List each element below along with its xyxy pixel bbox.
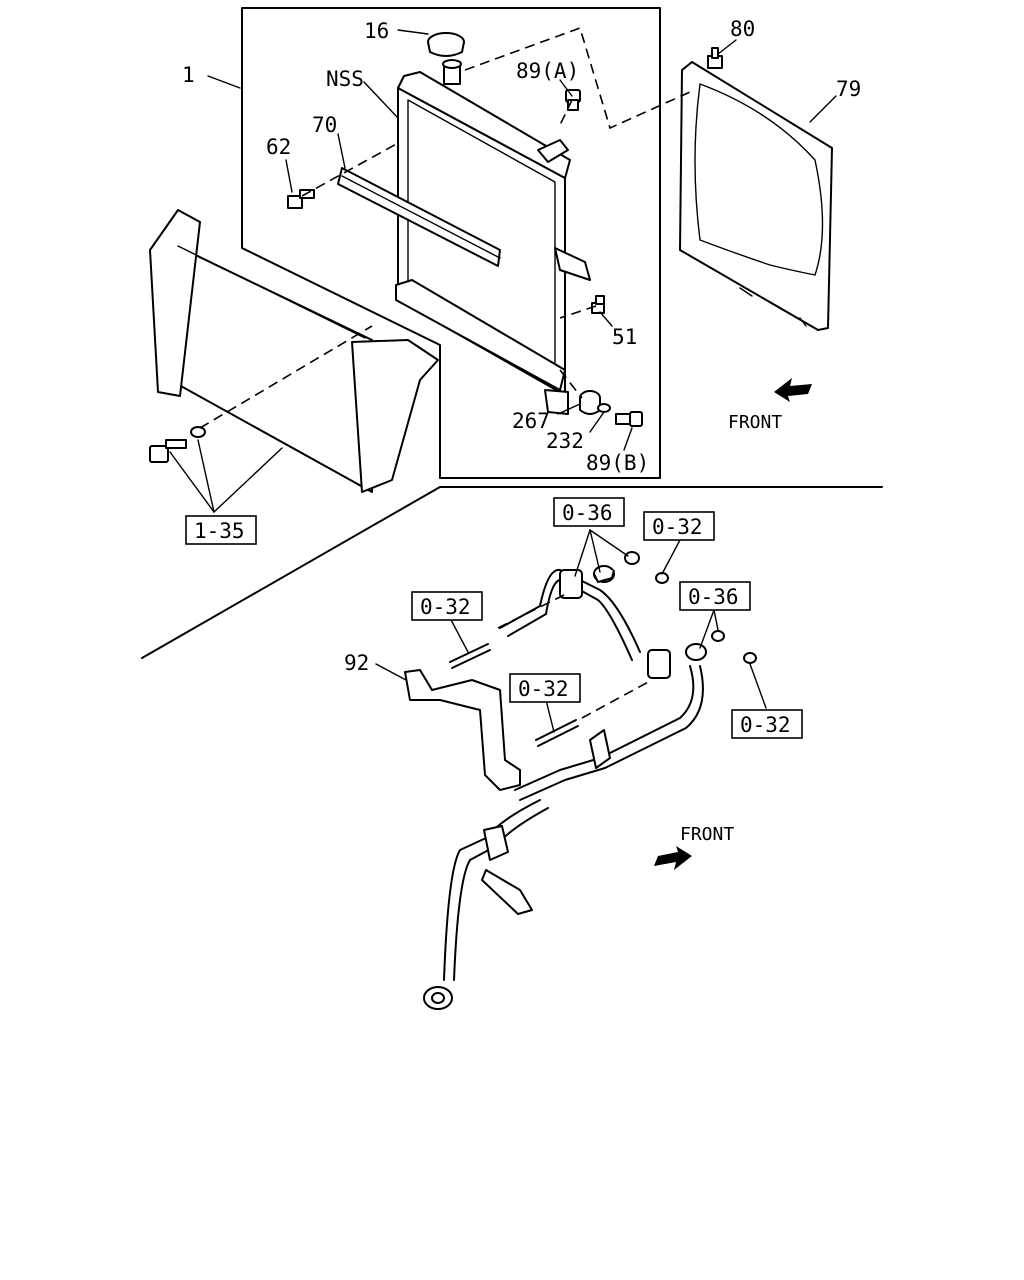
cushion-middle [685, 643, 707, 661]
pipe-eye-fitting [423, 986, 453, 1010]
stud-left [449, 643, 491, 669]
front-label-upper: FRONT [728, 412, 782, 433]
bracket-bar [337, 167, 501, 267]
ref-box-0-32-right[interactable]: 0-32 [731, 709, 803, 739]
callout-1: 1 [182, 63, 195, 87]
cooler-pipe-lower [443, 665, 704, 981]
callout-232: 232 [546, 429, 584, 453]
ref-box-0-36-upper[interactable]: 0-36 [553, 497, 625, 527]
front-arrow-upper-icon [774, 378, 812, 402]
callout-16: 16 [364, 19, 389, 43]
section-divider-line [141, 486, 441, 659]
pipe-clamp-lower [481, 825, 533, 915]
callout-nss: NSS [326, 67, 364, 91]
callout-89b: 89(B) [586, 451, 649, 475]
cushion-upper [593, 565, 615, 583]
front-arrow-lower-icon [654, 846, 692, 870]
pipe-clamp-upper [559, 569, 671, 679]
callout-51: 51 [612, 325, 637, 349]
intercooler-washer [190, 426, 206, 438]
phantom-lines [199, 26, 691, 719]
ref-box-0-32-upper[interactable]: 0-32 [643, 511, 715, 541]
nut-right [743, 652, 757, 664]
ref-box-0-36-middle[interactable]: 0-36 [679, 581, 751, 611]
callout-80: 80 [730, 17, 755, 41]
ref-box-1-35[interactable]: 1-35 [185, 515, 257, 545]
ref-box-0-32-left[interactable]: 0-32 [411, 591, 483, 621]
svg-text:0-32: 0-32 [518, 677, 569, 701]
bolt-80 [707, 47, 723, 69]
callout-89a: 89(A) [516, 59, 579, 83]
svg-text:0-36: 0-36 [688, 585, 739, 609]
bolt-89b [615, 411, 643, 427]
callout-267: 267 [512, 409, 550, 433]
front-label-lower: FRONT [680, 824, 734, 845]
nut-middle [711, 630, 725, 642]
stud-middle [535, 719, 579, 747]
ref-box-0-32-middle[interactable]: 0-32 [509, 673, 581, 703]
bracket-92 [404, 669, 611, 791]
svg-text:1-35: 1-35 [194, 519, 245, 543]
svg-text:0-36: 0-36 [562, 501, 613, 525]
nut-upper [624, 551, 640, 565]
callout-70: 70 [312, 113, 337, 137]
washer-232 [597, 403, 611, 413]
bolt-62 [287, 189, 315, 209]
intercooler [149, 209, 439, 493]
mount-rubber-267 [579, 390, 601, 415]
intercooler-bolt [149, 439, 187, 463]
svg-text:0-32: 0-32 [740, 713, 791, 737]
radiator-cap [427, 32, 465, 57]
leader-lines [169, 29, 837, 733]
bolt-51 [591, 295, 605, 314]
callout-92: 92 [344, 651, 369, 675]
callout-62: 62 [266, 135, 291, 159]
assembly-group-border [241, 7, 661, 479]
fan-shroud [679, 61, 833, 331]
svg-text:0-32: 0-32 [652, 515, 703, 539]
callout-79: 79 [836, 77, 861, 101]
svg-text:0-32: 0-32 [420, 595, 471, 619]
